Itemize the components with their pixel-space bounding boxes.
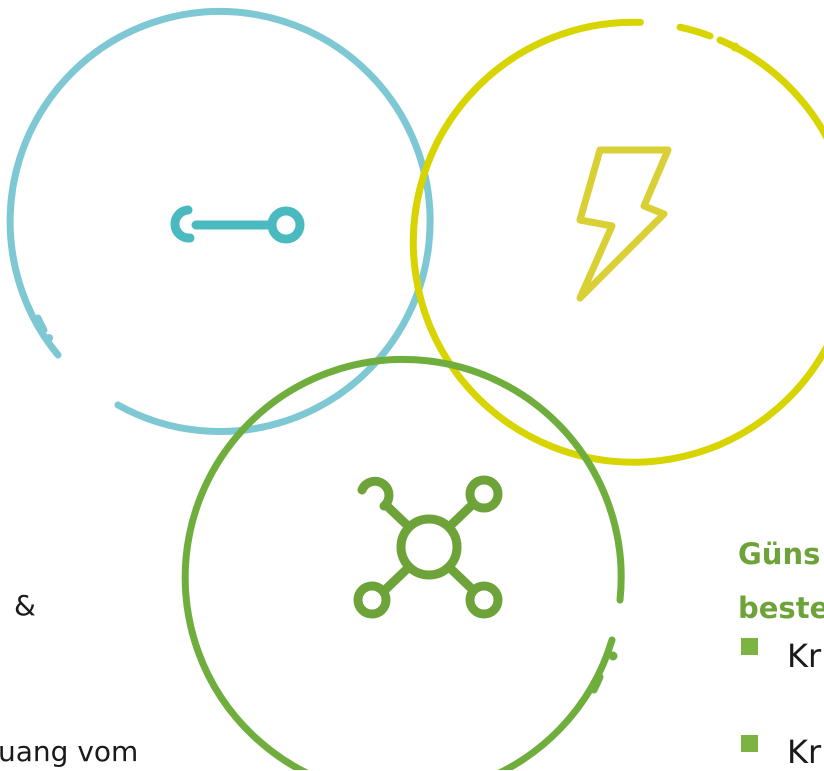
bullet-item-2: Kr <box>787 733 822 771</box>
bullet-item-1: Kr <box>787 637 822 675</box>
connector-icon <box>170 205 305 244</box>
network-hub-icon <box>353 475 503 619</box>
left-ampersand-text: & <box>14 589 36 622</box>
left-partial-text: uang vom <box>0 735 139 768</box>
right-heading-line-2: beste <box>738 591 824 625</box>
bullet-marker <box>741 735 758 752</box>
green-circle <box>181 355 625 770</box>
right-heading-line-1: Güns <box>738 537 821 571</box>
lightning-icon <box>576 146 672 302</box>
yellow-circle <box>409 18 824 466</box>
bullet-marker <box>741 638 758 655</box>
blue-circle <box>6 8 434 435</box>
